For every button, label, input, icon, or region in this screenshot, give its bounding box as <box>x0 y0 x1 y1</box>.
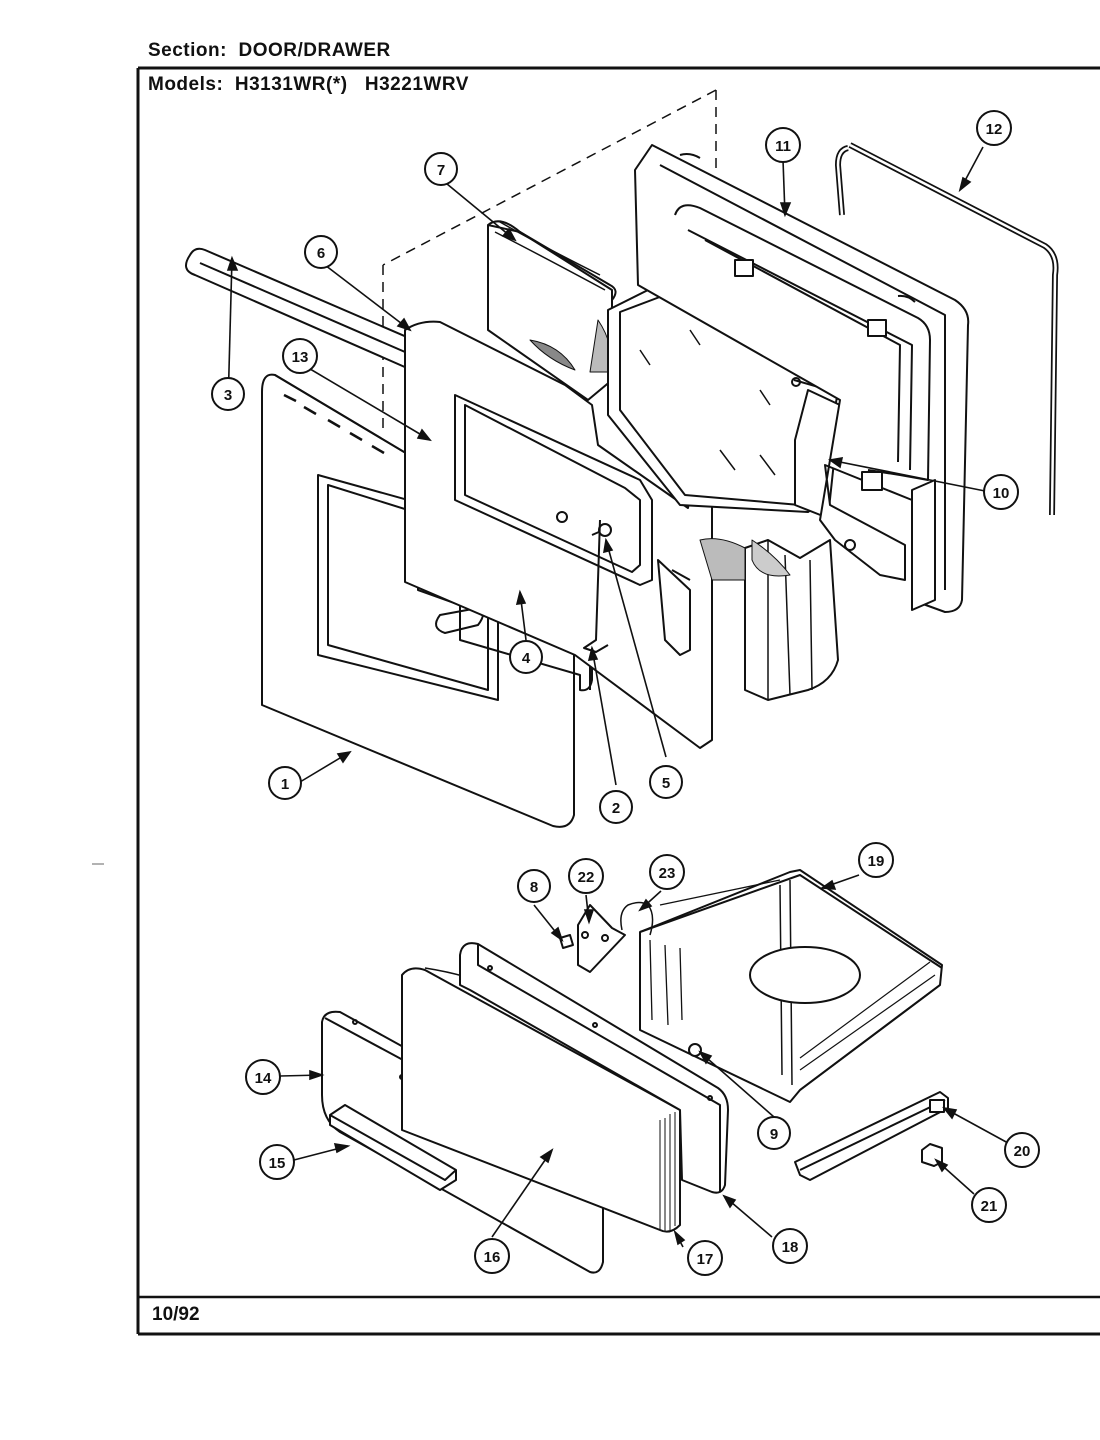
callout-3-label: 3 <box>224 387 232 404</box>
callout-18-label: 18 <box>782 1239 799 1256</box>
callout-18: 18 <box>772 1228 808 1264</box>
callout-9: 9 <box>757 1116 791 1150</box>
wire-spring <box>620 901 654 936</box>
model-2: H3221WRV <box>364 74 469 95</box>
callout-1-label: 1 <box>281 776 289 793</box>
callout-4-label: 4 <box>522 650 531 667</box>
callout-5-label: 5 <box>662 775 670 792</box>
models-label: Models: <box>148 74 224 95</box>
callout-15: 15 <box>259 1144 295 1180</box>
section-line: Section: DOOR/DRAWER <box>148 40 391 62</box>
callout-4: 4 <box>509 640 543 674</box>
callout-20-label: 20 <box>1014 1143 1031 1160</box>
callout-19: 19 <box>858 842 894 878</box>
door-insulation-lower <box>699 538 839 701</box>
callout-8: 8 <box>517 869 551 903</box>
callout-1: 1 <box>268 766 302 800</box>
callout-12: 12 <box>976 110 1012 146</box>
callout-21: 21 <box>971 1187 1007 1223</box>
section-label: Section: <box>148 40 227 61</box>
callout-3: 3 <box>211 377 245 411</box>
callout-6: 6 <box>304 235 338 269</box>
callout-16: 16 <box>474 1238 510 1274</box>
callout-13-label: 13 <box>292 349 309 366</box>
callout-15-label: 15 <box>269 1155 286 1172</box>
callout-23-label: 23 <box>659 865 676 882</box>
callout-16-label: 16 <box>484 1249 501 1266</box>
callout-12-label: 12 <box>986 121 1003 138</box>
door-gasket <box>835 142 1059 516</box>
callout-5: 5 <box>649 765 683 799</box>
callout-19-label: 19 <box>868 853 885 870</box>
door-insulation <box>487 220 617 401</box>
bracket-screw <box>559 934 574 949</box>
models-line: Models: H3131WR(*) H3221WRV <box>148 74 469 96</box>
alignment-dashes <box>382 89 717 430</box>
callout-7: 7 <box>424 152 458 186</box>
model-1: H3131WR(*) <box>234 74 348 95</box>
callout-7-label: 7 <box>437 162 445 179</box>
callout-22-label: 22 <box>578 869 595 886</box>
callouts: 1 2 3 4 5 6 7 8 9 10 11 12 13 14 15 16 1… <box>211 110 1040 1276</box>
drawer-bracket <box>577 904 626 973</box>
callout-20: 20 <box>1004 1132 1040 1168</box>
drawer-slide-rail <box>794 1091 949 1181</box>
callout-14-label: 14 <box>255 1070 272 1087</box>
leader-lines <box>226 146 1009 1248</box>
callout-9-label: 9 <box>770 1126 778 1143</box>
drawer-inner-panel <box>459 942 729 1194</box>
callout-14: 14 <box>245 1059 281 1095</box>
inner-door-frame <box>634 144 970 613</box>
callout-17: 17 <box>687 1240 723 1276</box>
callout-10: 10 <box>983 474 1019 510</box>
callout-6-label: 6 <box>317 245 325 262</box>
drawer-body <box>639 869 943 1103</box>
callout-2: 2 <box>599 790 633 824</box>
inner-door-liner <box>404 320 713 749</box>
callout-11: 11 <box>765 127 801 163</box>
callout-8-label: 8 <box>530 879 538 896</box>
callout-11-label: 11 <box>775 138 791 155</box>
callout-22: 22 <box>568 858 604 894</box>
screw-clip <box>556 511 612 653</box>
drawer-handle <box>329 1104 457 1191</box>
callout-13: 13 <box>282 338 318 374</box>
callout-23: 23 <box>649 854 685 890</box>
revision-date: 10/92 <box>152 1304 200 1325</box>
diagram-frame <box>136 66 1100 1336</box>
callout-10-label: 10 <box>993 485 1010 502</box>
callout-2-label: 2 <box>612 800 620 817</box>
section-value: DOOR/DRAWER <box>238 40 391 61</box>
callout-21-label: 21 <box>981 1198 998 1215</box>
callout-17-label: 17 <box>697 1251 714 1268</box>
